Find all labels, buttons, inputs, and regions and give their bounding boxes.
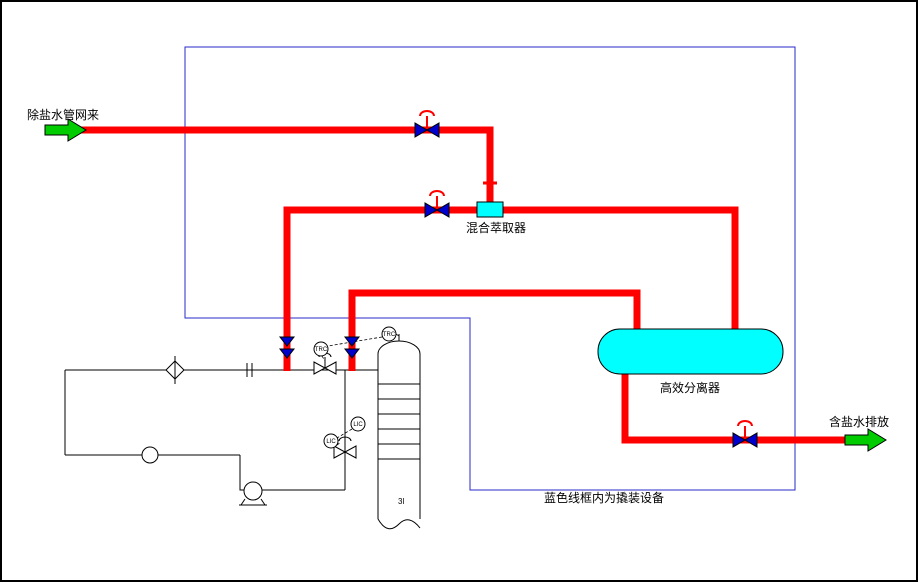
separator-vessel	[597, 328, 784, 375]
check-valve	[278, 336, 296, 347]
extract-pipe	[283, 206, 739, 371]
valve-actuator	[419, 110, 435, 130]
pump-2-base	[239, 498, 267, 506]
valve-outlet	[732, 420, 758, 448]
valve-actuator	[737, 420, 753, 440]
check-valve	[343, 348, 361, 359]
instrument-tag: LIC	[326, 439, 336, 445]
column-mark-label: 3l	[398, 497, 404, 506]
inlet-pipe	[80, 126, 494, 207]
skid-boundary	[184, 46, 796, 491]
inlet-label: 除盐水管网来	[27, 107, 99, 122]
valve-extract	[424, 190, 450, 218]
mixer-label: 混合萃取器	[466, 220, 526, 235]
check-valve	[343, 336, 361, 347]
valve-actuator	[429, 190, 445, 210]
recycle-pipe	[348, 289, 641, 371]
pump-2	[243, 481, 263, 501]
instrument-bubble	[313, 341, 329, 357]
control-valve-2	[333, 436, 357, 459]
process-pipes	[80, 126, 848, 444]
labels: 除盐水管网来 混合萃取器 高效分离器 含盐水排放 蓝色线框内为撬装设备 3l	[27, 107, 889, 506]
cv1-body	[323, 361, 337, 375]
valve-bowtie	[414, 122, 440, 138]
valve-handwheel-icon	[737, 420, 753, 427]
mixer-extractor	[476, 201, 504, 218]
outlet-arrow-icon	[844, 428, 887, 452]
valve-inlet	[414, 110, 440, 138]
valve-handwheel-icon	[419, 110, 435, 117]
instrument-bubble	[381, 326, 397, 342]
valve-bowtie	[732, 432, 758, 448]
column-equipment: TRC TRC LIC LIC	[64, 326, 421, 530]
cv2-actuator	[338, 436, 352, 442]
inlet-arrow-icon	[44, 118, 87, 142]
outlet-label: 含盐水排放	[829, 414, 889, 429]
signal-line	[336, 428, 353, 439]
separator-label: 高效分离器	[660, 380, 720, 395]
instrument-tag: TRC	[315, 347, 328, 353]
cv1-body	[313, 361, 327, 375]
valve-handwheel-icon	[429, 190, 445, 197]
signal-line	[336, 441, 342, 446]
step-line	[239, 455, 244, 491]
valve-bowtie	[424, 202, 450, 218]
instrument-bubble	[350, 416, 366, 432]
check-valve	[278, 348, 296, 359]
instrument-tag: LIC	[353, 422, 363, 428]
column-break-line	[377, 518, 421, 530]
skid-note-label: 蓝色线框内为撬装设备	[544, 491, 664, 505]
pump-1	[141, 446, 159, 464]
check-valves	[278, 336, 361, 359]
signal-line	[395, 333, 400, 337]
cv2-body	[333, 445, 347, 459]
signal-line	[321, 355, 326, 362]
cv2-body	[343, 445, 357, 459]
instrument-tag: TRC	[383, 332, 396, 338]
outlet-pipe	[621, 370, 848, 444]
instrument-bubble	[323, 433, 339, 449]
